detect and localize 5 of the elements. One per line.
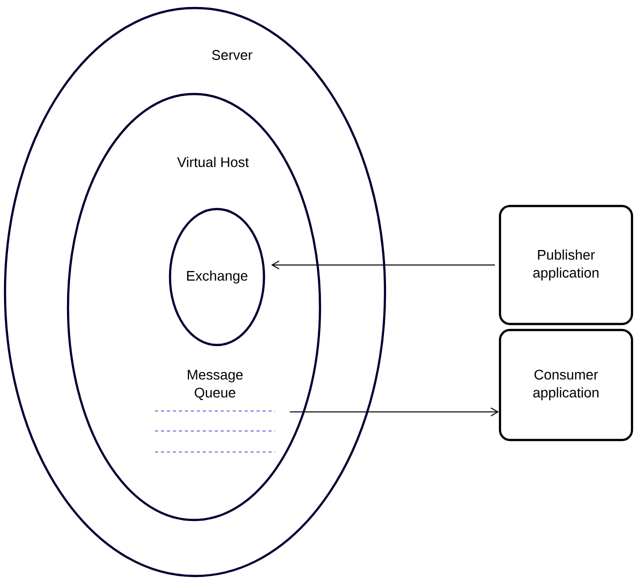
queue-label: Message Queue [188, 370, 243, 400]
application-box: Publisher application [498, 204, 634, 326]
arrow [289, 407, 499, 416]
arrow [271, 260, 496, 270]
application-box: Consumer application [498, 328, 634, 442]
